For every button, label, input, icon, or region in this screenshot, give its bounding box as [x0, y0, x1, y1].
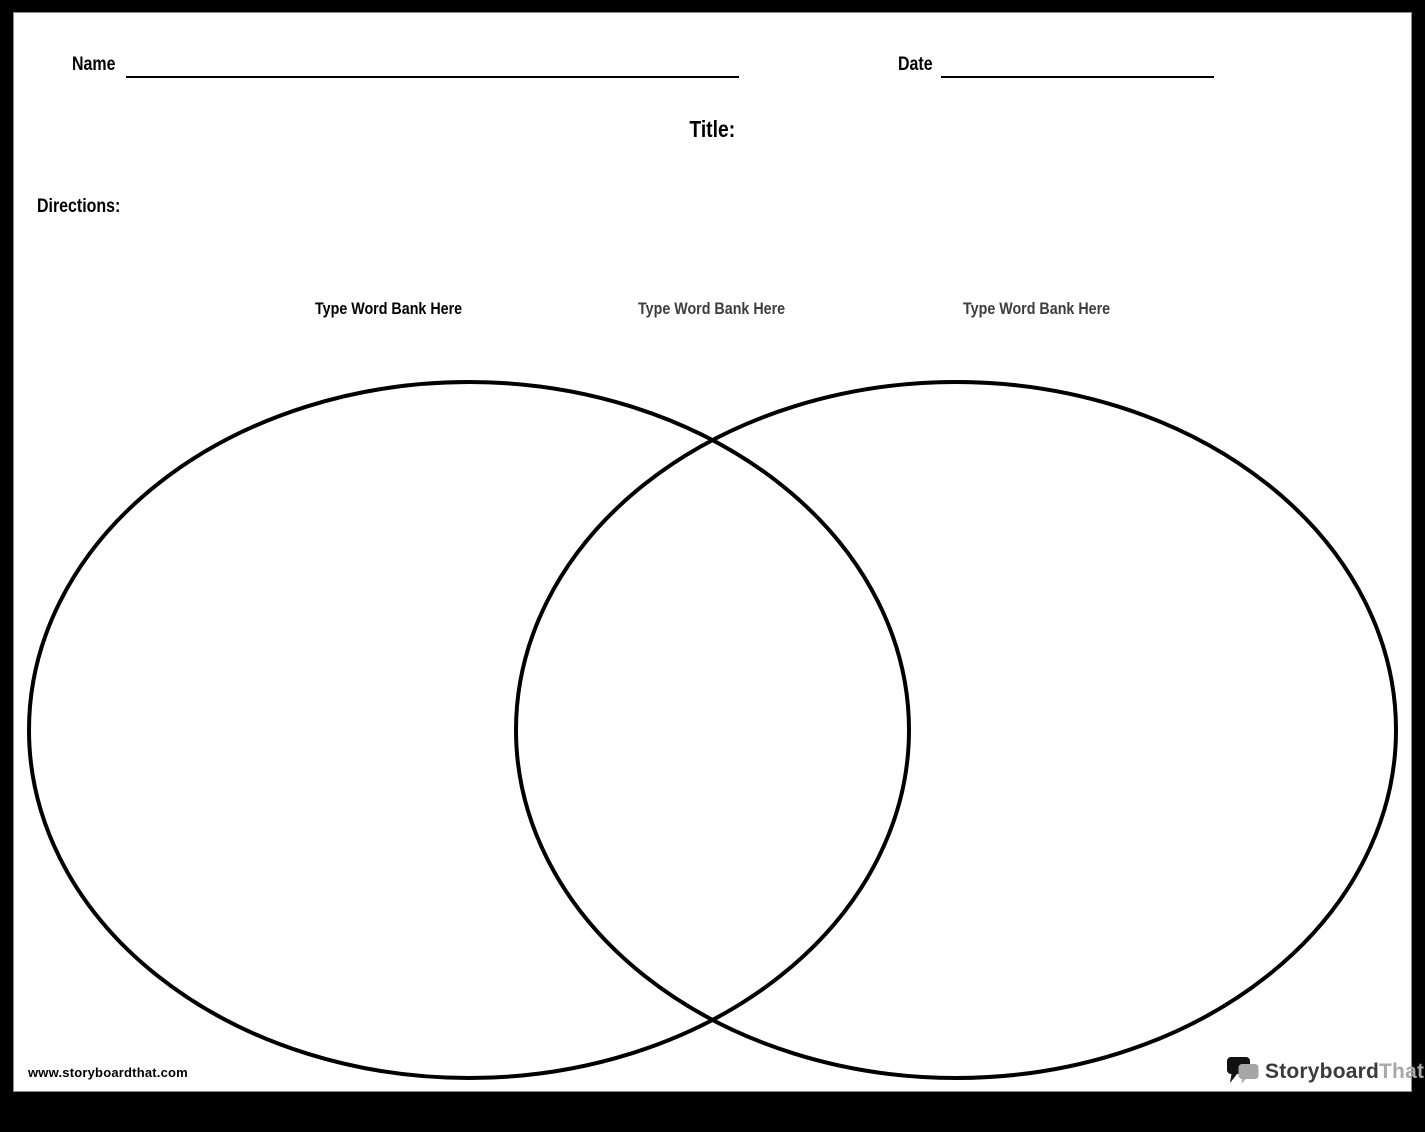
title-row: Title:	[14, 116, 1411, 143]
venn-diagram	[27, 380, 1398, 1080]
name-label: Name	[72, 54, 124, 76]
name-label-text: Name	[72, 54, 116, 75]
word-bank-middle[interactable]: Type Word Bank Here	[552, 299, 872, 319]
speech-bubbles-icon	[1227, 1057, 1259, 1084]
word-bank-left-label[interactable]: Type Word Bank Here	[315, 299, 463, 318]
directions-row: Directions:	[37, 196, 136, 218]
footer-site-url: www.storyboardthat.com	[28, 1065, 188, 1080]
date-label-text: Date	[898, 54, 933, 75]
directions-label[interactable]: Directions:	[37, 196, 121, 217]
worksheet-page: Name Date Title: Directions: Type Word B…	[13, 12, 1424, 1092]
word-bank-left[interactable]: Type Word Bank Here	[229, 299, 549, 319]
date-input-line[interactable]	[941, 76, 1214, 78]
word-bank-right[interactable]: Type Word Bank Here	[877, 299, 1197, 319]
logo-text-secondary: That	[1379, 1060, 1425, 1083]
page-title[interactable]: Title:	[689, 116, 736, 142]
logo-wordmark: StoryboardThat	[1265, 1060, 1424, 1084]
venn-right-ellipse[interactable]	[514, 380, 1398, 1080]
word-bank-middle-label[interactable]: Type Word Bank Here	[638, 299, 786, 318]
logo-text-primary: Storyboard	[1265, 1060, 1380, 1083]
date-label: Date	[898, 54, 939, 76]
venn-left-ellipse[interactable]	[27, 380, 911, 1080]
word-bank-right-label[interactable]: Type Word Bank Here	[963, 299, 1111, 318]
storyboardthat-logo[interactable]: StoryboardThat	[1226, 1053, 1424, 1091]
name-input-line[interactable]	[126, 76, 739, 78]
